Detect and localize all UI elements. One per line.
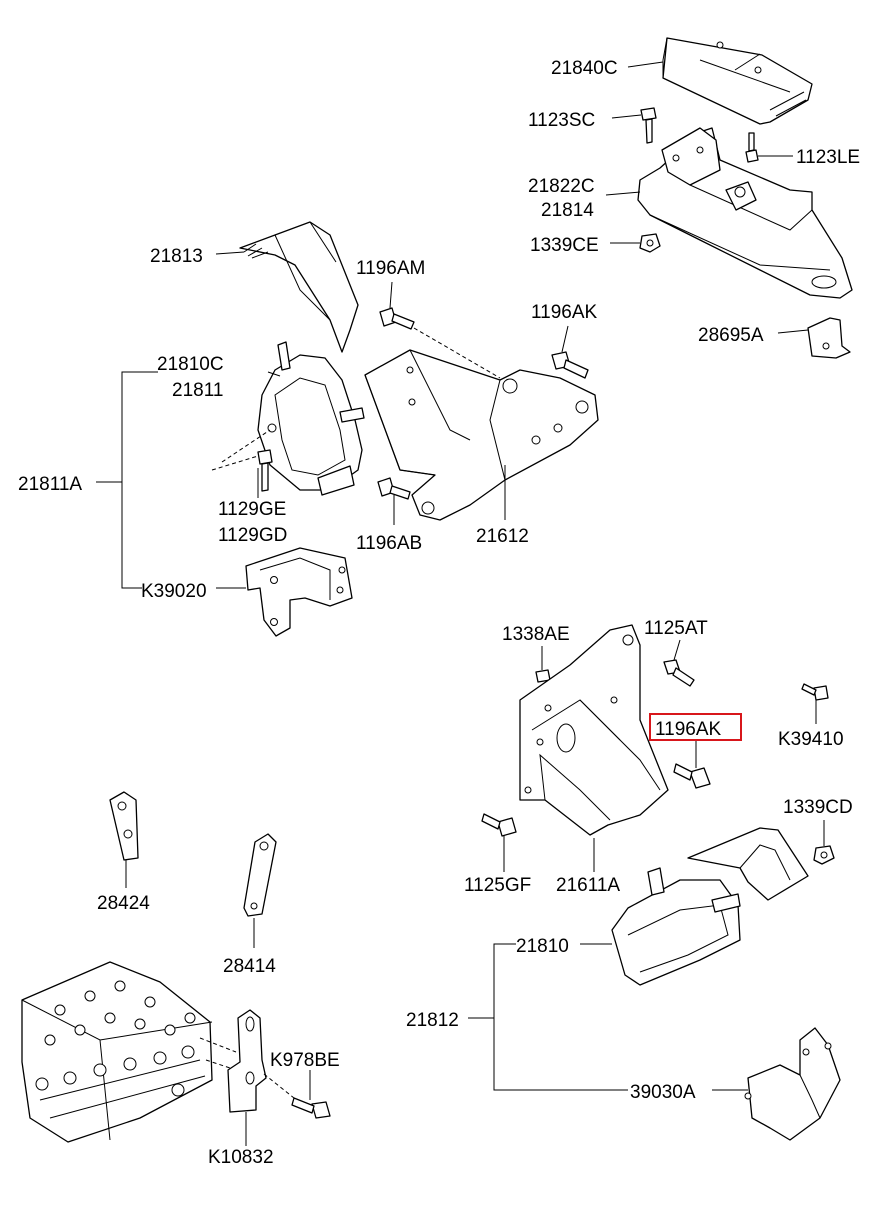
part-28414-bracket[interactable] bbox=[243, 833, 277, 917]
label-1338AE: 1338AE bbox=[502, 624, 570, 645]
label-39030A: 39030A bbox=[630, 1082, 696, 1103]
label-1196AK-highlighted[interactable]: 1196AK bbox=[655, 719, 722, 740]
highlight-box-1196AK bbox=[649, 713, 742, 741]
bolt-1196AM[interactable] bbox=[379, 307, 415, 330]
bolt-1129GE[interactable] bbox=[257, 449, 273, 492]
label-1125AT: 1125AT bbox=[644, 618, 708, 639]
label-21811A: 21811A bbox=[18, 474, 82, 495]
bracket-21811A bbox=[121, 371, 158, 589]
part-K39020-bracket[interactable] bbox=[245, 547, 353, 637]
label-21612: 21612 bbox=[476, 526, 529, 547]
label-28695A: 28695A bbox=[698, 325, 764, 346]
bolt-1123SC[interactable] bbox=[640, 107, 657, 144]
label-K39020: K39020 bbox=[141, 581, 207, 602]
bolt-1196AB[interactable] bbox=[377, 477, 411, 500]
label-1125GF: 1125GF bbox=[464, 875, 531, 896]
bolt-1196AK-top[interactable] bbox=[551, 351, 589, 379]
label-21811: 21811 bbox=[172, 380, 223, 401]
part-21840C-cover[interactable] bbox=[662, 37, 813, 125]
label-21812: 21812 bbox=[406, 1010, 459, 1031]
label-1339CE: 1339CE bbox=[530, 235, 599, 256]
part-21810C-insulator[interactable] bbox=[257, 341, 365, 496]
label-1129GD: 1129GD bbox=[218, 525, 287, 546]
label-K10832: K10832 bbox=[208, 1147, 274, 1168]
label-1123SC: 1123SC bbox=[528, 110, 595, 131]
part-K10832-bracket[interactable] bbox=[227, 1009, 267, 1113]
label-21810: 21810 bbox=[516, 936, 569, 957]
bolt-1125GF[interactable] bbox=[481, 813, 517, 837]
part-21810-insulator[interactable] bbox=[611, 867, 741, 986]
label-1196AB: 1196AB bbox=[356, 533, 422, 554]
part-21822C-mount[interactable] bbox=[637, 127, 853, 299]
label-1123LE: 1123LE bbox=[796, 147, 860, 168]
bolt-1125AT[interactable] bbox=[663, 659, 695, 687]
part-28424-bracket[interactable] bbox=[109, 791, 139, 861]
bolt-1196AK-highlighted[interactable] bbox=[673, 763, 711, 789]
label-1196AK-top: 1196AK bbox=[531, 302, 598, 323]
label-21810C: 21810C bbox=[157, 354, 224, 375]
label-1196AM: 1196AM bbox=[356, 258, 425, 279]
bolt-1123LE[interactable] bbox=[745, 132, 759, 163]
label-K978BE: K978BE bbox=[270, 1050, 340, 1071]
part-21612-bracket[interactable] bbox=[364, 349, 599, 521]
label-21813: 21813 bbox=[150, 246, 203, 267]
part-28695A-bracket[interactable] bbox=[807, 317, 851, 359]
bolt-K39410[interactable] bbox=[801, 683, 829, 701]
bracket-21812 bbox=[493, 943, 628, 1091]
label-21611A: 21611A bbox=[556, 875, 620, 896]
label-21822C: 21822C bbox=[528, 176, 595, 197]
nut-1339CD[interactable] bbox=[813, 845, 835, 865]
label-1129GE: 1129GE bbox=[218, 499, 286, 520]
part-21813-heat-shield[interactable] bbox=[239, 221, 359, 353]
part-heat-shield-right[interactable] bbox=[687, 827, 809, 901]
part-39030A-bracket[interactable] bbox=[744, 1027, 841, 1141]
label-21840C: 21840C bbox=[551, 58, 618, 79]
nut-1339CE[interactable] bbox=[639, 233, 661, 253]
label-K39410: K39410 bbox=[778, 729, 844, 750]
label-28414: 28414 bbox=[223, 956, 276, 977]
label-21814: 21814 bbox=[541, 200, 594, 221]
part-21611A-bracket[interactable] bbox=[519, 624, 669, 836]
label-28424: 28424 bbox=[97, 893, 150, 914]
bolt-K978BE[interactable] bbox=[291, 1097, 331, 1119]
part-cylinder-head bbox=[21, 961, 213, 1143]
label-1339CD: 1339CD bbox=[783, 797, 853, 818]
